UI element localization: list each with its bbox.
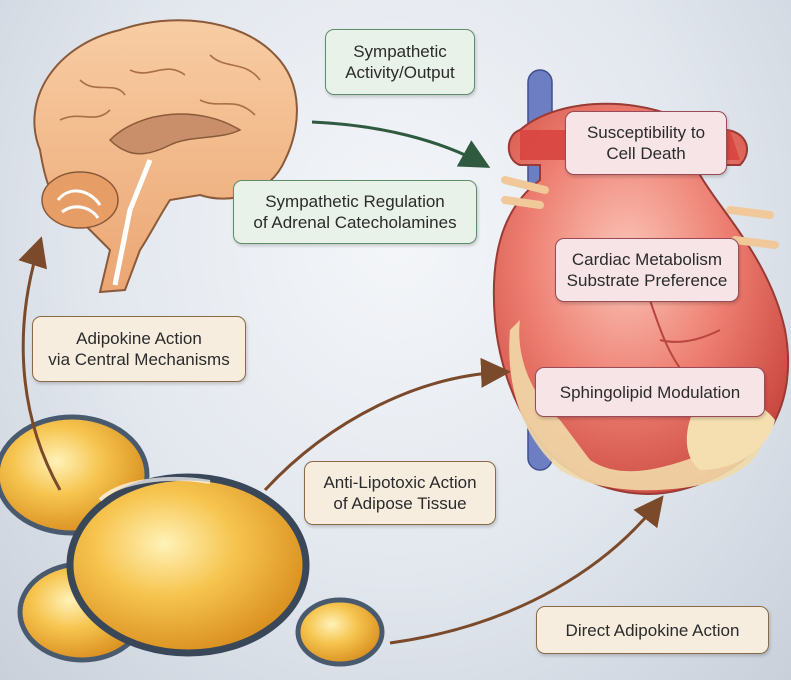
label-susceptibility: Susceptibility to Cell Death: [565, 111, 727, 175]
label-sympathetic-activity: Sympathetic Activity/Output: [325, 29, 475, 95]
label-line: Cardiac Metabolism: [571, 250, 723, 269]
label-line: of Adipose Tissue: [333, 494, 467, 513]
label-adipokine-central: Adipokine Action via Central Mechanisms: [32, 316, 246, 382]
brain-illustration: [33, 19, 298, 294]
arrow-brain-to-heart: [311, 120, 491, 168]
label-sphingolipid: Sphingolipid Modulation: [535, 367, 765, 417]
arrow-fat-to-brain: [18, 236, 62, 491]
label-line: Sympathetic Regulation: [265, 192, 445, 211]
label-anti-lipotoxic: Anti-Lipotoxic Action of Adipose Tissue: [304, 461, 496, 525]
label-line: via Central Mechanisms: [48, 350, 230, 369]
label-line: Susceptibility to: [586, 123, 706, 142]
label-line: Anti-Lipotoxic Action: [323, 473, 477, 492]
label-line: Activity/Output: [345, 63, 455, 82]
label-line: Sphingolipid Modulation: [559, 382, 741, 402]
label-line: Adipokine Action: [76, 329, 202, 348]
arrow-fat-to-heart-lower: [389, 495, 664, 645]
adipocyte-cluster: [0, 414, 385, 667]
label-line: Substrate Preference: [566, 271, 728, 290]
label-direct-adipokine: Direct Adipokine Action: [536, 606, 769, 654]
arrow-fat-to-heart-upper: [263, 357, 511, 492]
label-line: Sympathetic: [353, 42, 447, 61]
label-line: Cell Death: [606, 144, 686, 163]
label-cardiac-metabolism: Cardiac Metabolism Substrate Preference: [555, 238, 739, 302]
label-line: Direct Adipokine Action: [565, 620, 740, 640]
label-sympathetic-regulation: Sympathetic Regulation of Adrenal Catech…: [233, 180, 477, 244]
label-line: of Adrenal Catecholamines: [253, 213, 457, 232]
